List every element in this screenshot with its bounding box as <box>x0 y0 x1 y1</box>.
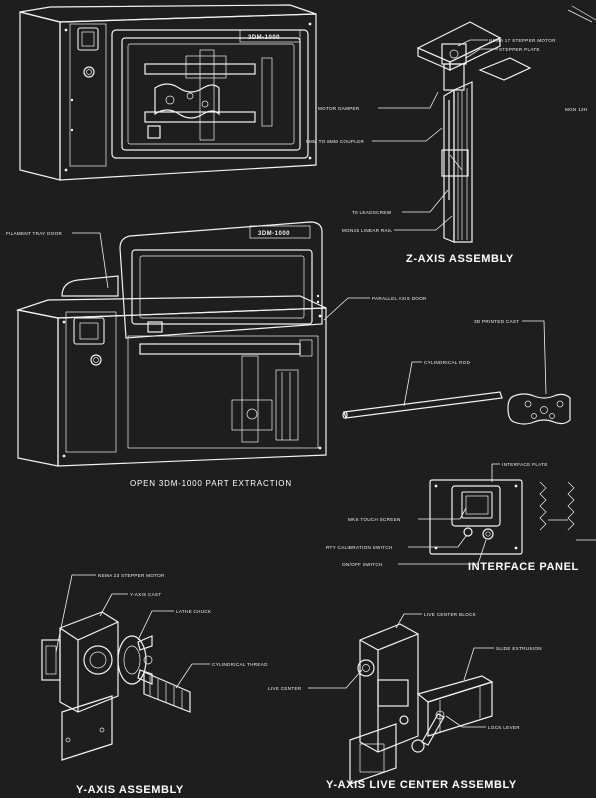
label-lathe-chuck: LATHE CHUCK <box>176 609 212 614</box>
label-lock-lever: LOCK LEVER <box>488 725 520 730</box>
closed-unit-drawing: 3DM-1000 <box>19 4 317 181</box>
z-axis-drawing <box>416 5 596 243</box>
label-cyl-thread: CYLINDRICAL THREAD <box>212 662 268 667</box>
closed-unit-brand: 3DM-1000 <box>248 35 280 41</box>
label-leadscrew: T8 LEADSCREW <box>352 210 392 215</box>
label-onoff: ON/OFF SWITCH <box>342 562 383 567</box>
label-nema17: NEMA 17 STEPPER MOTOR <box>489 38 556 43</box>
live-center-title: Y-AXIS LIVE CENTER ASSEMBLY <box>326 779 517 791</box>
interface-title: INTERFACE PANEL <box>468 561 579 573</box>
interface-leaders <box>398 463 500 565</box>
label-parallel-door: PARALLEL AXIS DOOR <box>372 296 427 301</box>
open-unit-caption: OPEN 3DM-1000 PART EXTRACTION <box>130 479 292 488</box>
label-slide-extrusion: SLIDE EXTRUSION <box>496 646 542 651</box>
label-printed-cast: 3D PRINTED CAST <box>474 319 519 324</box>
label-stepper-plate: STEPPER PLATE <box>499 47 540 52</box>
z-axis-leaders <box>372 39 498 231</box>
label-nema23: NEMA 23 STEPPER MOTOR <box>98 573 165 578</box>
rod-and-cast-drawing <box>342 391 571 425</box>
y-axis-leaders <box>55 574 210 689</box>
label-right-cut: MGN 12H <box>565 107 588 112</box>
label-linear-rail: MGN15 LINEAR RAIL <box>342 228 392 233</box>
live-center-drawing <box>349 623 494 785</box>
label-interface-plate: INTERFACE PLATE <box>502 462 548 467</box>
y-axis-title: Y-AXIS ASSEMBLY <box>76 784 184 796</box>
z-axis-title: Z-AXIS ASSEMBLY <box>406 253 514 265</box>
label-motor-damper: MOTOR DAMPER <box>318 106 360 111</box>
label-y-cast: Y-AXIS CAST <box>130 592 161 597</box>
live-center-leaders <box>308 613 494 728</box>
open-unit-brand: 3DM-1000 <box>258 231 290 237</box>
label-cylindrical-rod: CYLINDRICAL ROD <box>424 360 471 365</box>
label-coupler: 5MM TO 8MM COUPLER <box>306 139 364 144</box>
interface-panel-drawing <box>429 479 596 555</box>
label-calibration: RTY CALIBRATION SWITCH <box>326 545 393 550</box>
label-live-block: LIVE CENTER BLOCK <box>424 612 477 617</box>
open-unit-drawing: 3DM-1000 <box>15 221 327 467</box>
label-live-center: LIVE CENTER <box>268 686 302 691</box>
open-unit-leaders <box>72 232 547 407</box>
label-filament-tray: FILAMENT TRAY DOOR <box>6 231 62 236</box>
label-touch-screen: MKS TOUCH SCREEN <box>348 517 401 522</box>
y-axis-drawing <box>41 611 191 761</box>
